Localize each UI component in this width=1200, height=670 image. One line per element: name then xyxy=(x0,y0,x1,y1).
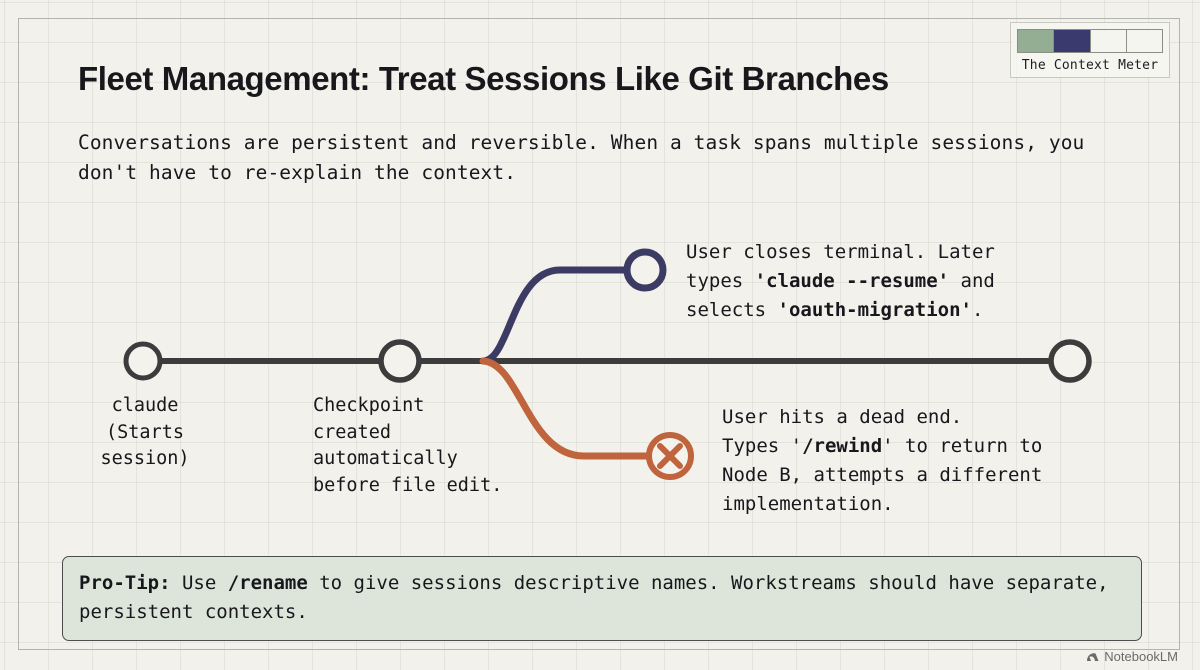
annotation-resume: User closes terminal. Later types 'claud… xyxy=(686,238,1106,325)
pro-tip-text-before: Use xyxy=(170,572,228,594)
annotation-dead-end-line4: implementation. xyxy=(722,493,894,515)
annotation-dead-end-line3: Node B, attempts a different xyxy=(722,464,1043,486)
context-meter-bar xyxy=(1017,29,1163,53)
context-meter-widget: The Context Meter xyxy=(1010,22,1170,78)
context-meter-segment-3 xyxy=(1090,30,1127,52)
annotation-resume-line1: User closes terminal. Later xyxy=(686,241,995,263)
annotation-resume-line3-pre: selects xyxy=(686,299,778,321)
context-meter-segment-1 xyxy=(1018,30,1055,52)
page-title: Fleet Management: Treat Sessions Like Gi… xyxy=(78,60,889,97)
annotation-resume-line3-post: . xyxy=(971,299,984,321)
annotation-dead-end-line2-post: ' to return to xyxy=(882,435,1043,457)
annotation-resume-line2-post: and xyxy=(949,270,995,292)
pro-tip-box: Pro-Tip: Use /rename to give sessions de… xyxy=(62,556,1142,641)
annotation-resume-command: 'claude --resume' xyxy=(754,270,950,292)
annotation-dead-end-line1: User hits a dead end. xyxy=(722,406,963,428)
annotation-dead-end: User hits a dead end. Types '/rewind' to… xyxy=(722,403,1122,519)
pro-tip-command: /rename xyxy=(227,572,308,594)
context-meter-segment-2 xyxy=(1054,30,1091,52)
annotation-resume-line2-pre: types xyxy=(686,270,755,292)
notebooklm-icon xyxy=(1087,652,1099,661)
annotation-dead-end-command: /rewind xyxy=(802,435,883,457)
pro-tip-prefix: Pro-Tip: xyxy=(79,572,171,594)
context-meter-segment-4 xyxy=(1126,30,1162,52)
notebooklm-watermark: NotebookLM xyxy=(1086,649,1178,664)
annotation-resume-session-name: 'oauth-migration' xyxy=(777,299,972,321)
notebooklm-label: NotebookLM xyxy=(1104,649,1178,664)
pro-tip-text-after: to give sessions descriptive names. Work… xyxy=(79,572,1109,623)
node-b-label: Checkpoint created automatically before … xyxy=(313,395,503,496)
intro-paragraph: Conversations are persistent and reversi… xyxy=(78,131,1085,184)
annotation-dead-end-line2-pre: Types ' xyxy=(722,435,803,457)
node-a-label: claude (Starts session) xyxy=(100,395,190,469)
context-meter-label: The Context Meter xyxy=(1021,58,1159,73)
